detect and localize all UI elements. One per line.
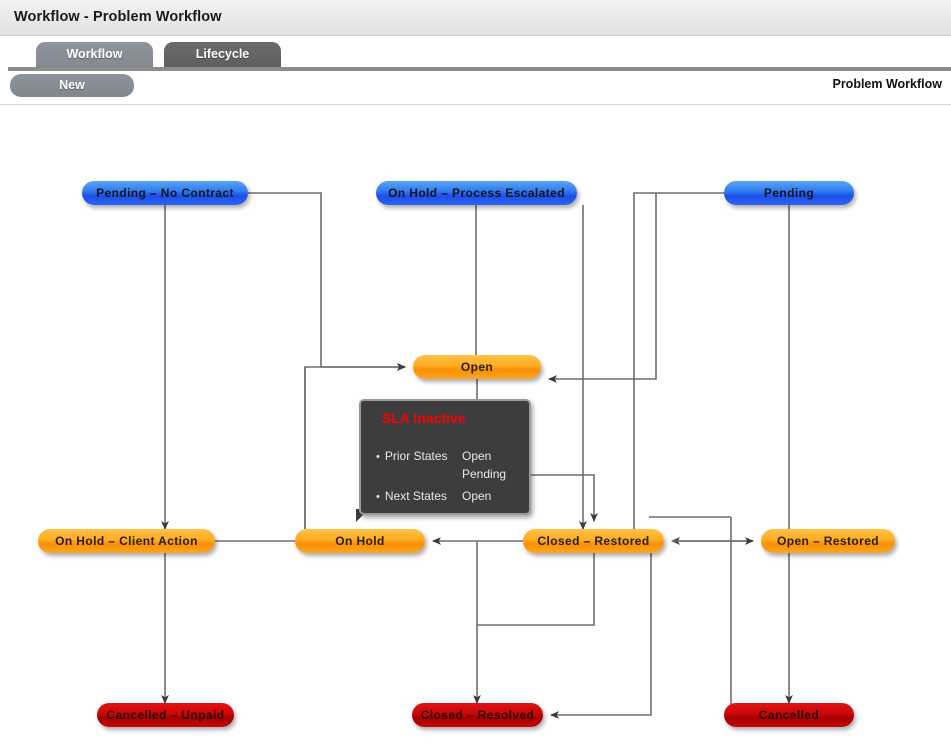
state-node-open-restored[interactable]: Open – Restored (761, 529, 895, 553)
new-button[interactable]: New (10, 74, 134, 97)
edge-open-to-closedrestored (531, 474, 598, 522)
state-node-on-hold-process-escalated[interactable]: On Hold – Process Escalated (376, 181, 577, 205)
state-node-cancelled-unpaid[interactable]: Cancelled – Unpaid (97, 703, 234, 727)
tab-workflow[interactable]: Workflow (36, 42, 153, 67)
state-node-cancelled[interactable]: Cancelled (724, 703, 854, 727)
edge-pending-to-open (548, 367, 657, 383)
state-node-open[interactable]: Open (413, 355, 541, 379)
tooltip-next-states-label: Next States (376, 489, 447, 503)
tooltip-next-state-1: Open (462, 489, 492, 503)
page-title: Workflow - Problem Workflow (14, 9, 222, 25)
tooltip-prior-states-label: Prior States (376, 449, 448, 463)
toolbar: New Problem Workflow (0, 73, 951, 101)
tab-lifecycle[interactable]: Lifecycle (164, 42, 281, 67)
state-node-on-hold-client-action[interactable]: On Hold – Client Action (38, 529, 215, 553)
tooltip-title: SLA Inactive (382, 410, 466, 426)
tooltip-prior-state-1: Open (462, 449, 492, 463)
state-node-closed-resolved[interactable]: Closed – Resolved (412, 703, 543, 727)
edge-closedrestored-elbow-left (477, 553, 595, 626)
tab-underline-divider (8, 67, 951, 71)
window-title-bar: Workflow - Problem Workflow (0, 0, 951, 36)
edge-pendingnc-to-open (248, 192, 406, 371)
state-node-pending[interactable]: Pending (724, 181, 854, 205)
edge-pending-left-rail (633, 192, 724, 529)
workflow-diagram-canvas[interactable]: Pending – No Contract On Hold – Process E… (0, 104, 951, 746)
workflow-name-label: Problem Workflow (832, 77, 942, 91)
sla-tooltip: SLA Inactive Prior States Open Pending N… (359, 399, 531, 515)
tooltip-prior-state-2: Pending (462, 467, 507, 481)
state-node-closed-restored[interactable]: Closed – Restored (523, 529, 664, 553)
state-node-pending-no-contract[interactable]: Pending – No Contract (82, 181, 248, 205)
edge-layer (161, 192, 793, 719)
tab-strip: Workflow Lifecycle (0, 37, 951, 67)
edge-closedrestored-to-closedresolved (550, 553, 652, 719)
state-node-on-hold[interactable]: On Hold (295, 529, 425, 553)
